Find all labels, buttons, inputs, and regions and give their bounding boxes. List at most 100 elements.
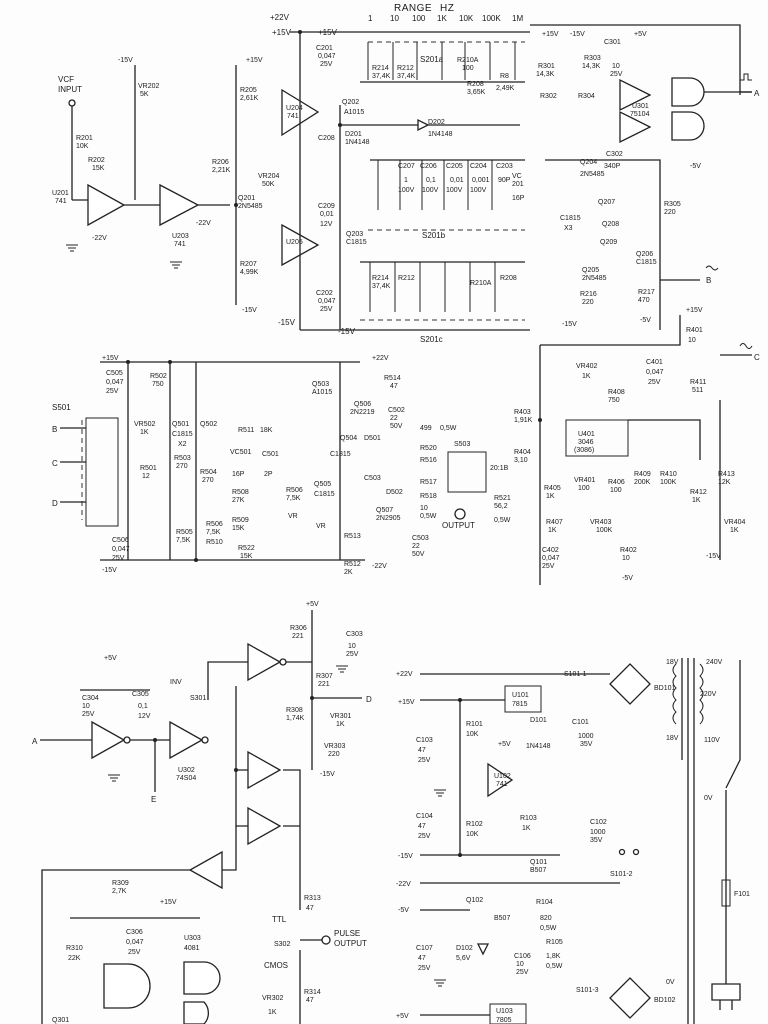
r206-value: 2,21K — [212, 167, 231, 174]
r105-label: R105 — [546, 939, 563, 946]
secondary-18v-a: 18V — [666, 659, 679, 666]
inverter-u302d — [247, 750, 282, 790]
c203-value: 90P — [498, 177, 511, 184]
pulse-top-pos5: +5V — [306, 601, 319, 608]
vr506-label: VR — [316, 523, 326, 530]
u303-value: 4081 — [184, 945, 200, 952]
c401-value: 0,047 — [646, 369, 664, 376]
r508-label: R508 — [232, 489, 249, 496]
c402-voltage: 25V — [542, 563, 555, 570]
sine-wave-c-icon — [739, 343, 753, 349]
c505-label: C505 — [106, 370, 123, 377]
regulator-u103 — [489, 1003, 527, 1024]
ground-icon — [434, 979, 446, 987]
r518-value: 10 — [420, 505, 428, 512]
c102-value: 1000 — [590, 829, 606, 836]
u401-label: U401 — [578, 431, 595, 438]
pulse-output-section: +5V C304 10 25V C305 0,1 12V A U302 74S0… — [32, 601, 372, 1024]
r306-label: R306 — [290, 625, 307, 632]
vr404-label: VR404 — [724, 519, 746, 526]
secondary-18v-b: 18V — [666, 735, 679, 742]
opamp-u201 — [87, 183, 126, 227]
vr301-label: VR301 — [330, 713, 352, 720]
selector-switch-s501[interactable] — [85, 417, 119, 527]
r405-value: 1K — [546, 493, 555, 500]
r8-value: 2,49K — [496, 85, 515, 92]
r101-value: 10K — [466, 731, 479, 738]
s503-label: S503 — [454, 441, 470, 448]
u203-label: U203 — [172, 233, 189, 240]
q506-label: Q506 — [354, 401, 371, 408]
c502-value: 22 — [390, 415, 398, 422]
c502-label: C502 — [388, 407, 405, 414]
r401-label: R401 — [686, 327, 703, 334]
and-gate-u303c — [183, 1001, 210, 1024]
c101-label: C101 — [572, 719, 589, 726]
pulse-output-jack-icon[interactable] — [321, 935, 331, 945]
opamp-u203 — [159, 183, 200, 227]
r509-label: R509 — [232, 517, 249, 524]
r214-label: R214 — [372, 65, 389, 72]
c209-voltage: 12V — [320, 221, 333, 228]
c306-value: 0,047 — [126, 939, 144, 946]
s301-label: S301 — [190, 695, 206, 702]
q501-label: Q501 — [172, 421, 189, 428]
bridge-rectifier-bd101 — [609, 663, 651, 705]
r520-label: R520 — [420, 445, 437, 452]
r402-label: R402 — [620, 547, 637, 554]
primary-240v: 240V — [706, 659, 723, 666]
vr202-value: 5K — [140, 91, 149, 98]
bd102-label: BD102 — [654, 997, 676, 1004]
c303-label: C303 — [346, 631, 363, 638]
q505-value: C1815 — [314, 491, 335, 498]
switch-s201a-label: S201a — [420, 55, 444, 64]
c306-label: C306 — [126, 929, 143, 936]
range-1k: 1K — [437, 14, 447, 23]
c503-label: C503 — [412, 535, 429, 542]
q101-label: Q101 — [530, 859, 547, 866]
attenuator-switch-s503[interactable] — [447, 451, 487, 493]
switch-s101-2-contact-b[interactable] — [632, 848, 640, 856]
vr502-label: VR502 — [134, 421, 156, 428]
comparator-u301a — [619, 78, 652, 112]
q501-count: X2 — [178, 441, 187, 448]
q503-label: Q503 — [312, 381, 329, 388]
r205-label: R205 — [240, 87, 257, 94]
r518-label: R518 — [420, 493, 437, 500]
s501-input-b: B — [52, 425, 57, 434]
u401-value: 3046 — [578, 439, 594, 446]
c202-label: C202 — [316, 290, 333, 297]
c209-value: 0,01 — [320, 211, 334, 218]
u303-label: U303 — [184, 935, 201, 942]
u103-value: 7805 — [496, 1017, 512, 1024]
r206-label: R206 — [212, 159, 229, 166]
q301-label: Q301 — [52, 1017, 69, 1024]
power-supply-section: +22V +15V -15V -22V -5V +5V U101 7815 D1… — [396, 658, 750, 1024]
c402-value: 0,047 — [542, 555, 560, 562]
u201-label: U201 — [52, 190, 69, 197]
primary-0v: 0V — [704, 795, 713, 802]
r104-value: 820 — [540, 915, 552, 922]
range-1: 1 — [368, 14, 373, 23]
vr202-label: VR202 — [138, 83, 160, 90]
vcf-input-jack-icon[interactable] — [68, 99, 76, 107]
output-jack-icon[interactable] — [454, 508, 466, 520]
s501-input-c: C — [52, 459, 58, 468]
q202-value: A1015 — [344, 109, 364, 116]
r409-value: 200K — [634, 479, 651, 486]
switch-s101-2-contact[interactable] — [618, 848, 626, 856]
ground-icon — [336, 665, 348, 673]
rail-neg15-bottom2: -15V — [338, 327, 356, 336]
r403-value: 1,91K — [514, 417, 533, 424]
u102-pos5: +5V — [498, 741, 511, 748]
inverter-u302f — [188, 850, 223, 890]
c202-value: 0,047 — [318, 298, 336, 305]
q201-value: 2N5485 — [238, 203, 263, 210]
c101-voltage: 35V — [580, 741, 593, 748]
amp-neg15: -15V — [102, 567, 117, 574]
c206-value: 0,1 — [426, 177, 436, 184]
u302-value: 74S04 — [176, 775, 196, 782]
r217-label: R217 — [638, 289, 655, 296]
switch-s201c-label: S201c — [420, 335, 443, 344]
r307-label: R307 — [316, 673, 333, 680]
